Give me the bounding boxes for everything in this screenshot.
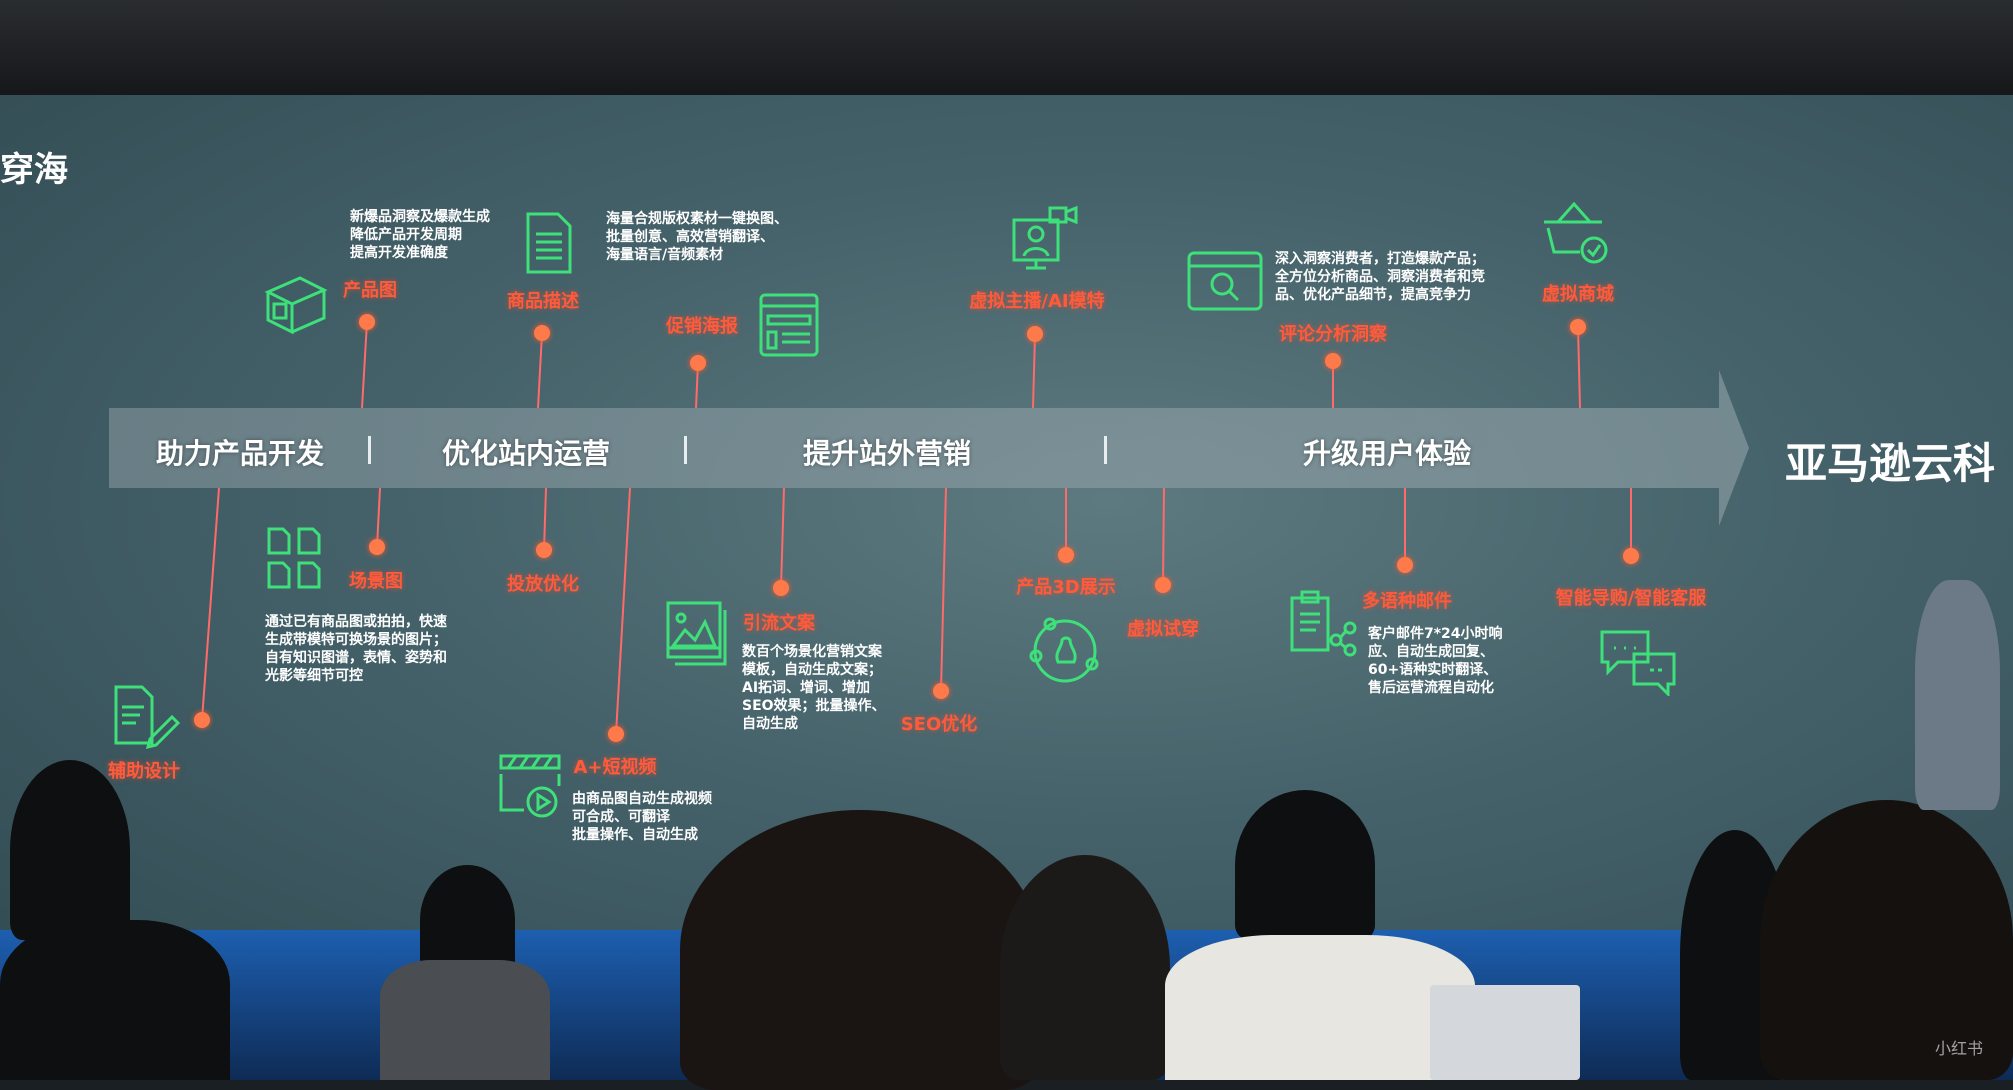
audience-member [0,920,230,1080]
timeline-dot [608,726,624,742]
clipboard-share-icon [1290,590,1357,657]
stage-user-experience: 升级用户体验 [1303,437,1472,470]
four-documents-icon [267,527,321,589]
audience-member [420,865,515,975]
audience-member [1760,800,2013,1080]
browser-search-icon [1187,251,1263,311]
stage-product-dev: 助力产品开发 [156,437,325,470]
brand-title: 亚马逊云科 [1785,439,1996,488]
corner-title: 穿海 [0,150,68,190]
design-document-pen-icon [114,685,181,750]
item-label-virtual-mall: 虚拟商城 [1542,284,1614,305]
audience-member [1000,855,1170,1080]
laptop [1430,985,1580,1080]
divider [368,436,371,464]
video-clapper-play-icon [499,754,561,818]
item-label-virtual-try-on: 虚拟试穿 [1127,619,1199,640]
timeline-dot [369,539,385,555]
watermark: 小红书 [1935,1039,1984,1058]
item-label-product-description: 商品描述 [507,291,579,312]
arrow-head [1719,370,1749,526]
timeline-dot [1623,548,1639,564]
divider [1104,436,1107,464]
timeline-dot [1397,557,1413,573]
webpage-layout-icon [759,293,819,357]
desc-short-video: 由商品图自动生成视频 可合成、可翻译 批量操作、自动生成 [572,791,712,843]
audience-member [1165,935,1475,1080]
ceiling [0,0,2013,110]
item-label-promo-poster: 促销海报 [666,316,738,337]
chat-bubbles-icon [1600,630,1676,696]
timeline-dot [1155,577,1171,593]
timeline-dot [773,580,789,596]
item-label-scene-image: 场景图 [349,571,403,592]
desc-review-analysis: 深入洞察消费者，打造爆款产品； 全方位分析商品、洞察消费者和竞 品、优化产品细节… [1275,251,1485,303]
desc-product-description: 海量合规版权素材一键换图、 批量创意、高效营销翻译、 海量语言/音频素材 [606,211,788,263]
audience-member [10,760,130,940]
audience-member [1235,790,1375,940]
timeline-dot [1570,319,1586,335]
timeline-dot [359,314,375,330]
timeline-dot [690,355,706,371]
item-label-smart-service: 智能导购/智能客服 [1555,588,1707,609]
timeline-dot [1058,547,1074,563]
image-gallery-icon [666,601,727,666]
desc-scene-image: 通过已有商品图或拍拍，快速 生成带模特可换场景的图片； 自有知识图谱，表情、姿势… [265,614,447,684]
item-label-multilingual-email: 多语种邮件 [1362,591,1452,612]
video-avatar-icon [1012,205,1078,270]
presenter [1915,580,2000,810]
item-label-seo: SEO优化 [900,714,978,735]
timeline-dot [536,542,552,558]
3d-orbit-icon [1029,617,1099,683]
item-label-design-assist: 辅助设计 [108,761,180,782]
item-label-review-analysis: 评论分析洞察 [1279,324,1387,345]
item-label-3d-display: 产品3D展示 [1016,577,1116,598]
divider [684,436,687,464]
timeline-arrow [109,408,1719,488]
item-label-ad-optimization: 投放优化 [507,574,579,595]
projection-screen [0,95,2013,995]
timeline-dot [194,712,210,728]
shopping-basket-check-icon [1544,201,1608,264]
box-icon [264,276,328,335]
stage-onsite-ops: 优化站内运营 [442,437,611,470]
timeline-dot [1325,353,1341,369]
audience-member [680,810,1040,1090]
item-label-virtual-host: 虚拟主播/AI模特 [969,291,1105,312]
item-label-product-image: 产品图 [343,280,397,301]
timeline-dot [933,683,949,699]
stage-offsite-marketing: 提升站外营销 [803,437,972,470]
desc-multilingual-email: 客户邮件7*24小时响 应、自动生成回复、 60+语种实时翻译、 售后运营流程自… [1368,626,1503,696]
item-label-short-video: A+短视频 [573,757,657,778]
item-label-traffic-copy: 引流文案 [743,613,815,634]
desc-traffic-copy: 数百个场景化营销文案 模板，自动生成文案； AI拓词、增词、增加 SEO效果；批… [742,644,886,732]
timeline-dot [534,325,550,341]
desc-product-image: 新爆品洞察及爆款生成 降低产品开发周期 提高开发准确度 [350,209,490,261]
audience-member [380,960,550,1080]
timeline-dot [1027,326,1043,342]
document-icon [526,212,572,274]
